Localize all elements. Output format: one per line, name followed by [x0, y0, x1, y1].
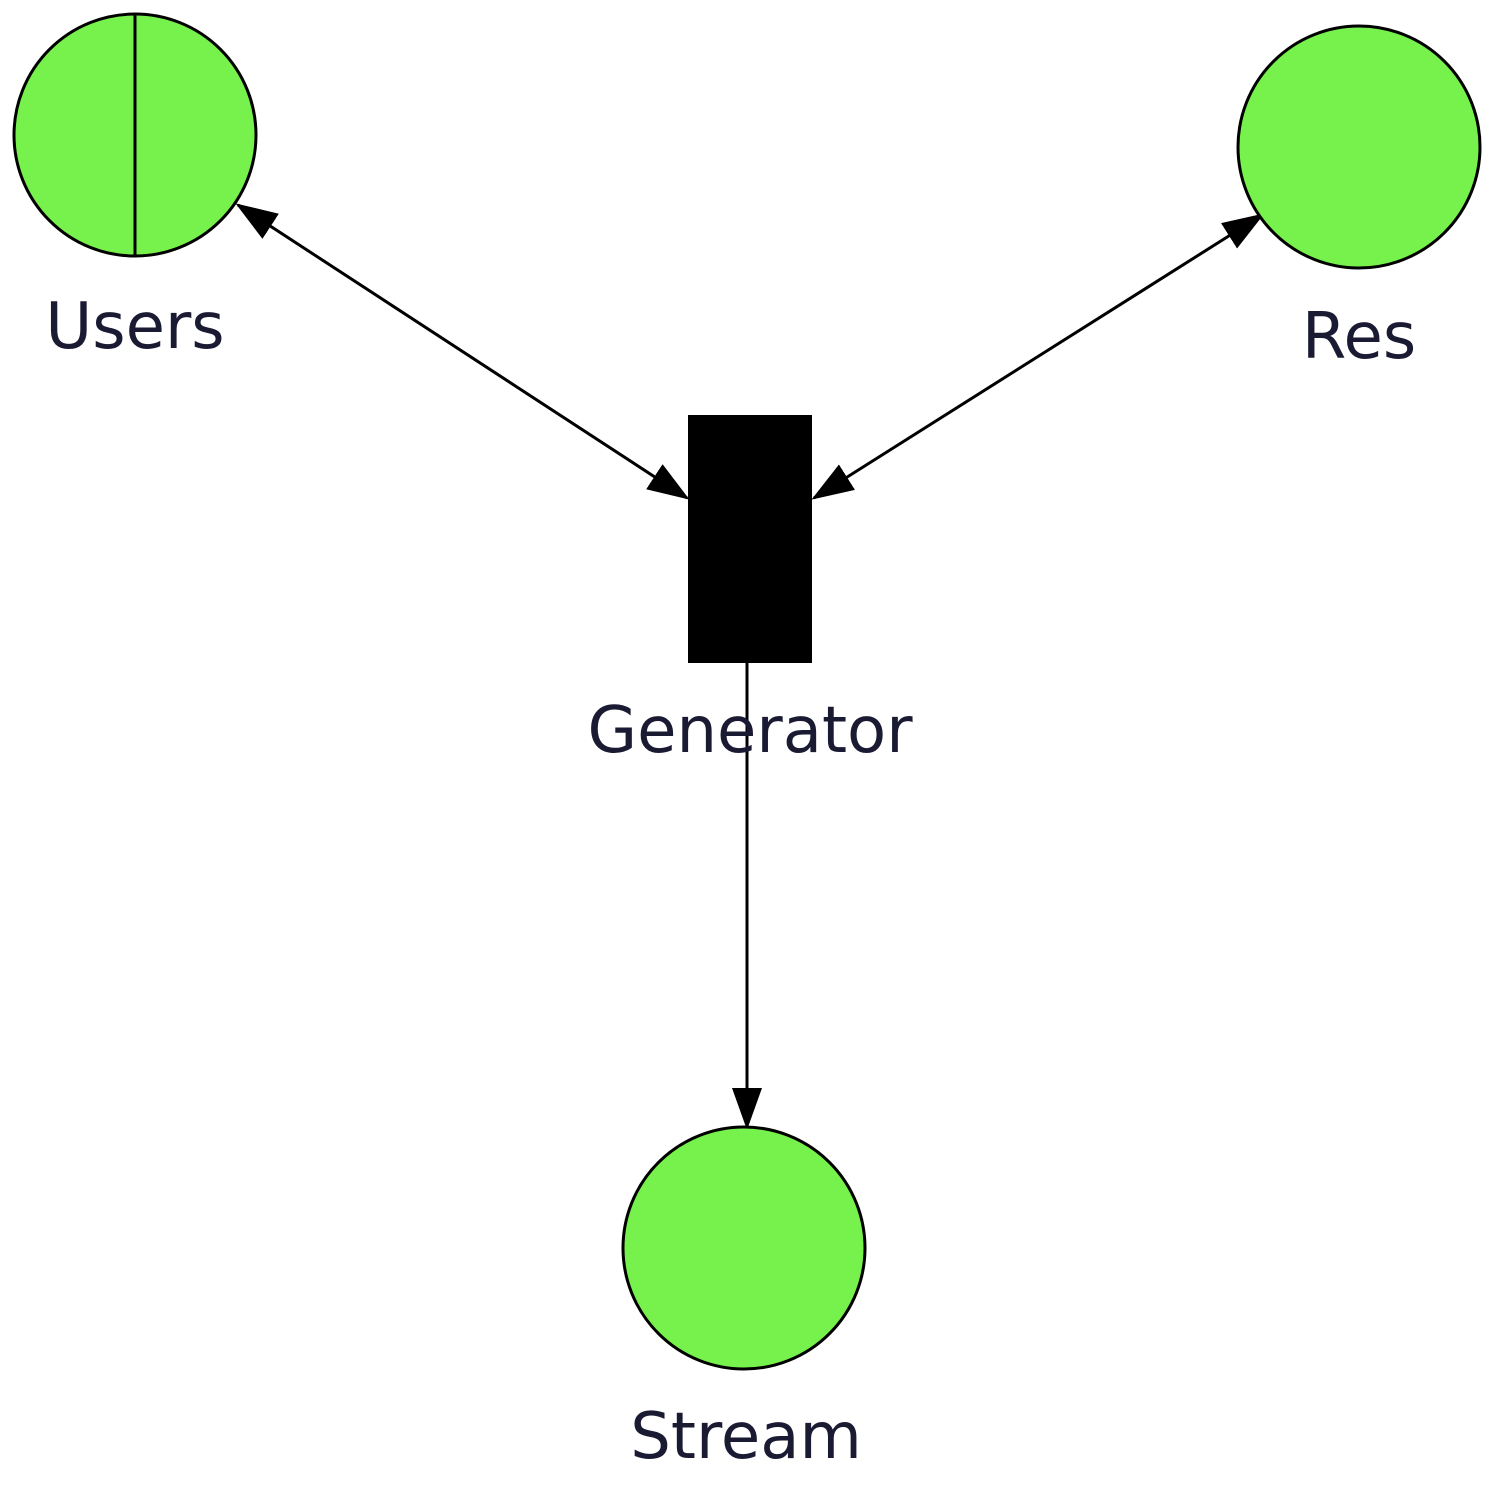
transition-generator-bar	[688, 415, 812, 663]
place-res[interactable]: Res	[1236, 24, 1482, 374]
place-res-label: Res	[1302, 300, 1416, 374]
arc-users-generator	[235, 203, 690, 500]
place-stream[interactable]: Stream	[621, 1125, 867, 1474]
transition-generator[interactable]: Generator	[588, 415, 914, 768]
place-users-label: Users	[45, 290, 224, 364]
place-res-circle	[1236, 24, 1482, 270]
place-stream-circle	[621, 1125, 867, 1371]
place-users[interactable]: Users	[12, 12, 258, 364]
arc-res-generator	[811, 213, 1265, 500]
transition-generator-label: Generator	[588, 694, 914, 768]
place-stream-label: Stream	[630, 1400, 862, 1474]
